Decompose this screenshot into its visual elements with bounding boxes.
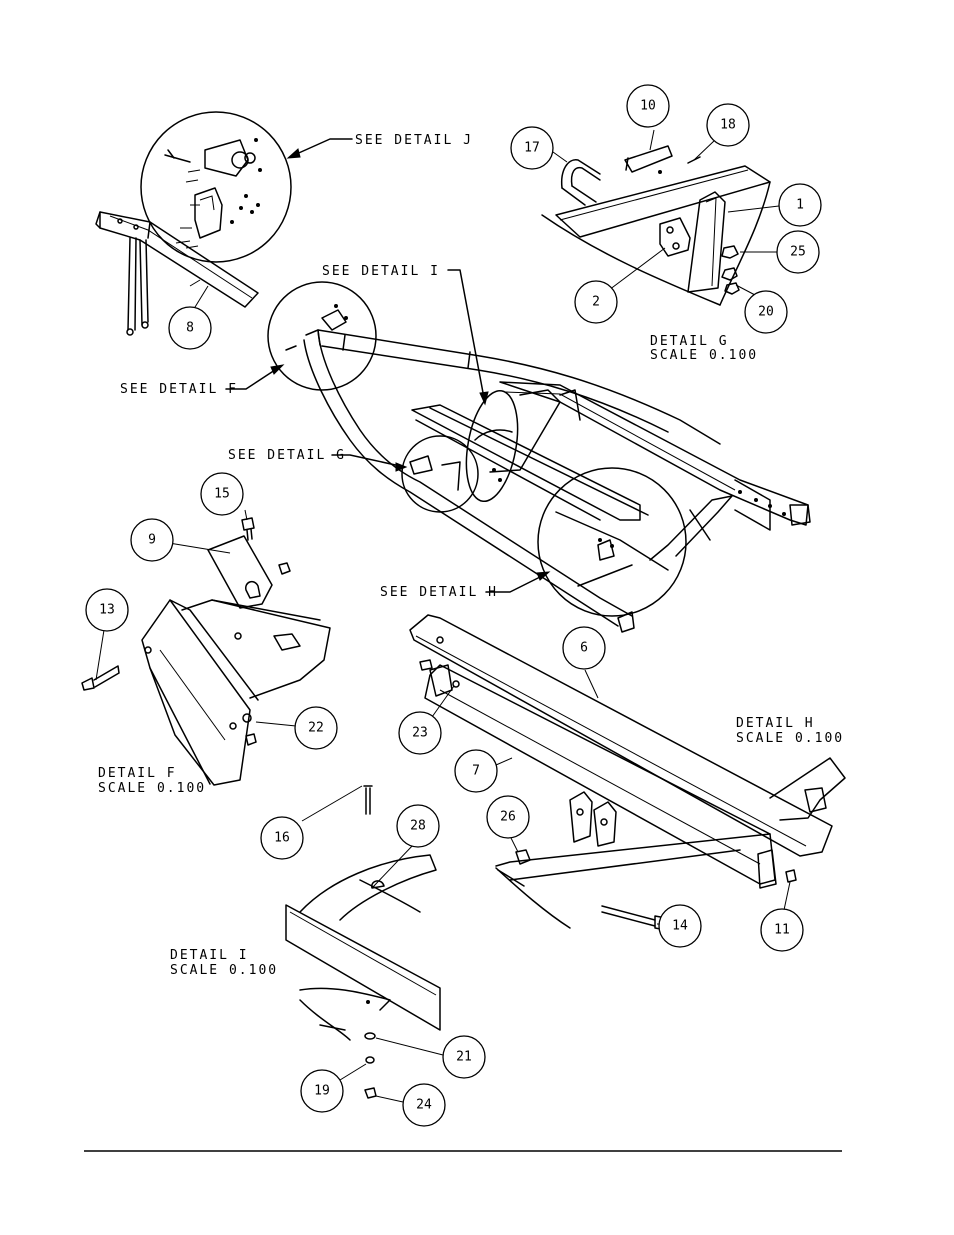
balloon-20: 20	[744, 290, 788, 334]
detail-g-view	[541, 145, 771, 306]
balloon-17: 17	[510, 126, 554, 170]
svg-text:2: 2	[592, 295, 600, 310]
svg-text:9: 9	[148, 533, 156, 548]
balloon-28: 28	[396, 804, 440, 848]
see-detail-h-label: SEE DETAIL H	[380, 585, 498, 600]
svg-text:19: 19	[314, 1084, 330, 1099]
detail-f-view	[81, 517, 331, 786]
part-balloons: 1 2 6 7 8 9 10 11 13 14 15 16 17 18 19 2…	[85, 84, 822, 1127]
detail-f-scale: SCALE 0.100	[98, 781, 206, 796]
detail-f-title: DETAIL F	[98, 766, 177, 781]
svg-text:25: 25	[790, 245, 806, 260]
balloon-16: 16	[260, 816, 304, 860]
svg-text:22: 22	[308, 721, 324, 736]
see-detail-f-label: SEE DETAIL F	[120, 382, 238, 397]
detail-i-view	[285, 785, 441, 1099]
svg-text:21: 21	[456, 1050, 472, 1065]
see-detail-i-callout: SEE DETAIL I	[322, 264, 489, 406]
see-detail-g-label: SEE DETAIL G	[228, 448, 346, 463]
see-detail-j-callout: SEE DETAIL J	[286, 133, 473, 159]
detail-h-title: DETAIL H	[736, 716, 815, 731]
balloon-23: 23	[398, 711, 442, 755]
balloon-13: 13	[85, 588, 129, 632]
detail-h-view	[409, 614, 846, 931]
balloon-26: 26	[486, 795, 530, 839]
balloon-10: 10	[626, 84, 670, 128]
svg-text:8: 8	[186, 321, 194, 336]
balloon-21: 21	[442, 1035, 486, 1079]
balloon-18: 18	[706, 103, 750, 147]
part-8-arm	[95, 211, 259, 336]
detail-g-marker	[401, 435, 479, 513]
detail-g-scale: SCALE 0.100	[650, 348, 758, 363]
svg-text:1: 1	[796, 198, 804, 213]
see-detail-j-label: SEE DETAIL J	[355, 133, 473, 148]
svg-text:10: 10	[640, 99, 656, 114]
balloon-11: 11	[760, 908, 804, 952]
see-detail-h-callout: SEE DETAIL H	[380, 571, 551, 600]
balloon-8: 8	[168, 306, 212, 350]
svg-text:14: 14	[672, 919, 688, 934]
svg-text:20: 20	[758, 305, 774, 320]
svg-text:7: 7	[472, 764, 480, 779]
svg-text:17: 17	[524, 141, 540, 156]
svg-text:11: 11	[774, 923, 790, 938]
balloon-24: 24	[402, 1083, 446, 1127]
balloon-6: 6	[562, 626, 606, 670]
balloon-1: 1	[778, 183, 822, 227]
detail-i-scale: SCALE 0.100	[170, 963, 278, 978]
detail-f-marker	[267, 281, 377, 391]
see-detail-i-label: SEE DETAIL I	[322, 264, 440, 279]
balloon-22: 22	[294, 706, 338, 750]
svg-text:15: 15	[214, 487, 230, 502]
see-detail-g-callout: SEE DETAIL G	[228, 448, 408, 472]
svg-text:13: 13	[99, 603, 115, 618]
detail-j-view	[140, 111, 292, 263]
balloon-2: 2	[574, 280, 618, 324]
detail-i-marker	[465, 389, 519, 503]
detail-h-marker	[537, 467, 687, 617]
balloon-9: 9	[130, 518, 174, 562]
svg-text:23: 23	[412, 726, 428, 741]
svg-text:16: 16	[274, 831, 290, 846]
svg-text:28: 28	[410, 819, 426, 834]
see-detail-f-callout: SEE DETAIL F	[120, 364, 285, 397]
balloon-14: 14	[658, 904, 702, 948]
svg-text:26: 26	[500, 810, 516, 825]
balloon-25: 25	[776, 230, 820, 274]
detail-i-title: DETAIL I	[170, 948, 249, 963]
svg-text:6: 6	[580, 641, 588, 656]
balloon-15: 15	[200, 472, 244, 516]
svg-text:18: 18	[720, 118, 736, 133]
detail-g-title: DETAIL G	[650, 334, 729, 349]
svg-text:24: 24	[416, 1098, 432, 1113]
balloon-19: 19	[300, 1069, 344, 1113]
balloon-7: 7	[454, 749, 498, 793]
main-frame	[303, 329, 811, 633]
detail-h-scale: SCALE 0.100	[736, 731, 844, 746]
